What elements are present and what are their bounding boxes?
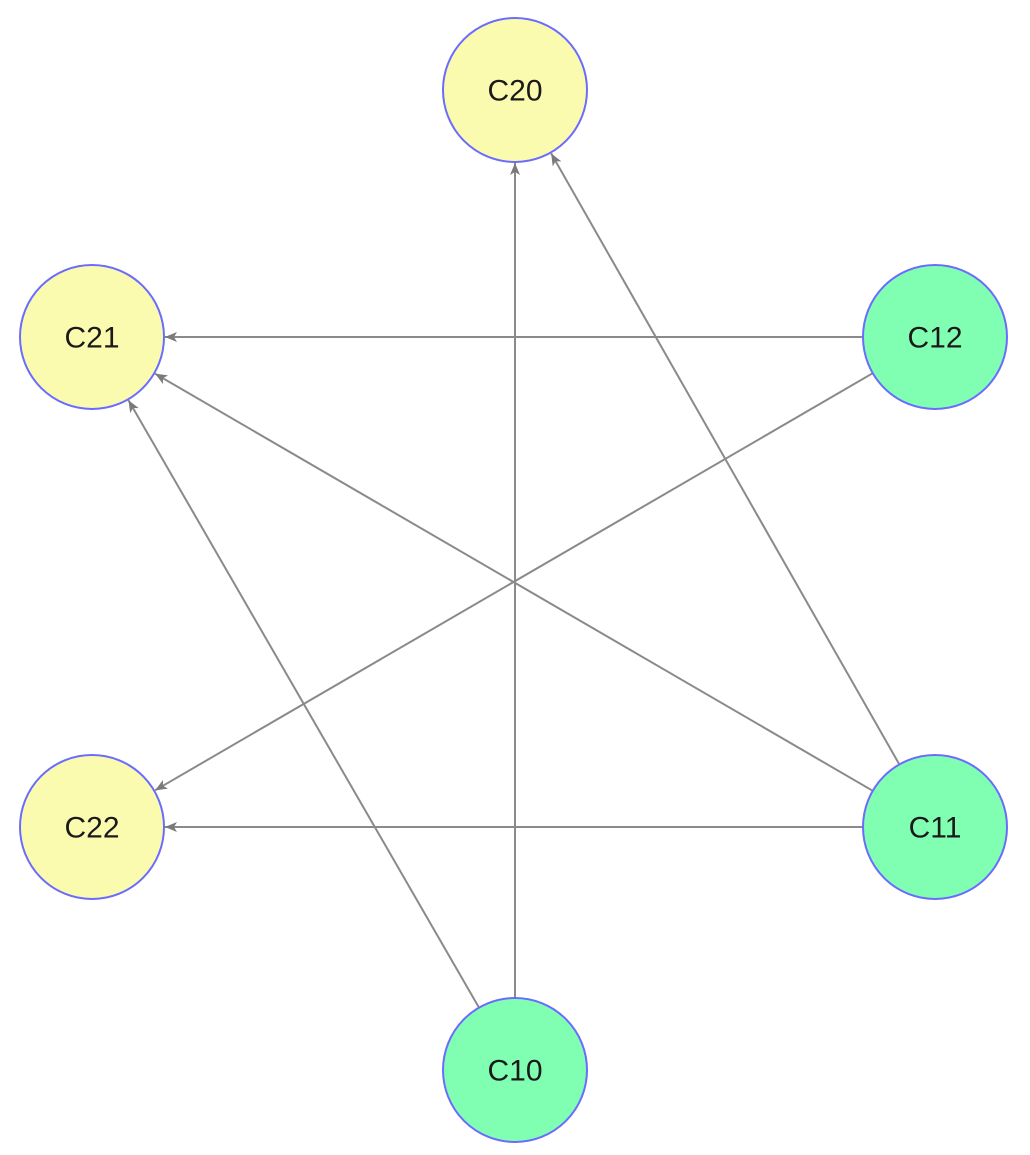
node-label: C21 [64,322,119,355]
node-label: C10 [487,1055,542,1088]
node-circle [442,997,588,1143]
node-label: C22 [64,812,119,845]
node-label: C20 [487,75,542,108]
node-c20[interactable]: C20 [442,17,588,163]
edges-layer [127,152,901,1009]
node-circle [862,754,1008,900]
node-label: C11 [909,812,962,845]
node-circle [19,264,165,410]
node-circle [862,264,1008,410]
node-c11[interactable]: C11 [862,754,1008,900]
node-c12[interactable]: C12 [862,264,1008,410]
node-c21[interactable]: C21 [19,264,165,410]
node-label: C12 [907,322,962,355]
node-circle [442,17,588,163]
node-c10[interactable]: C10 [442,997,588,1143]
edge-c12-to-c22 [154,372,874,792]
node-circle [19,754,165,900]
node-c22[interactable]: C22 [19,754,165,900]
